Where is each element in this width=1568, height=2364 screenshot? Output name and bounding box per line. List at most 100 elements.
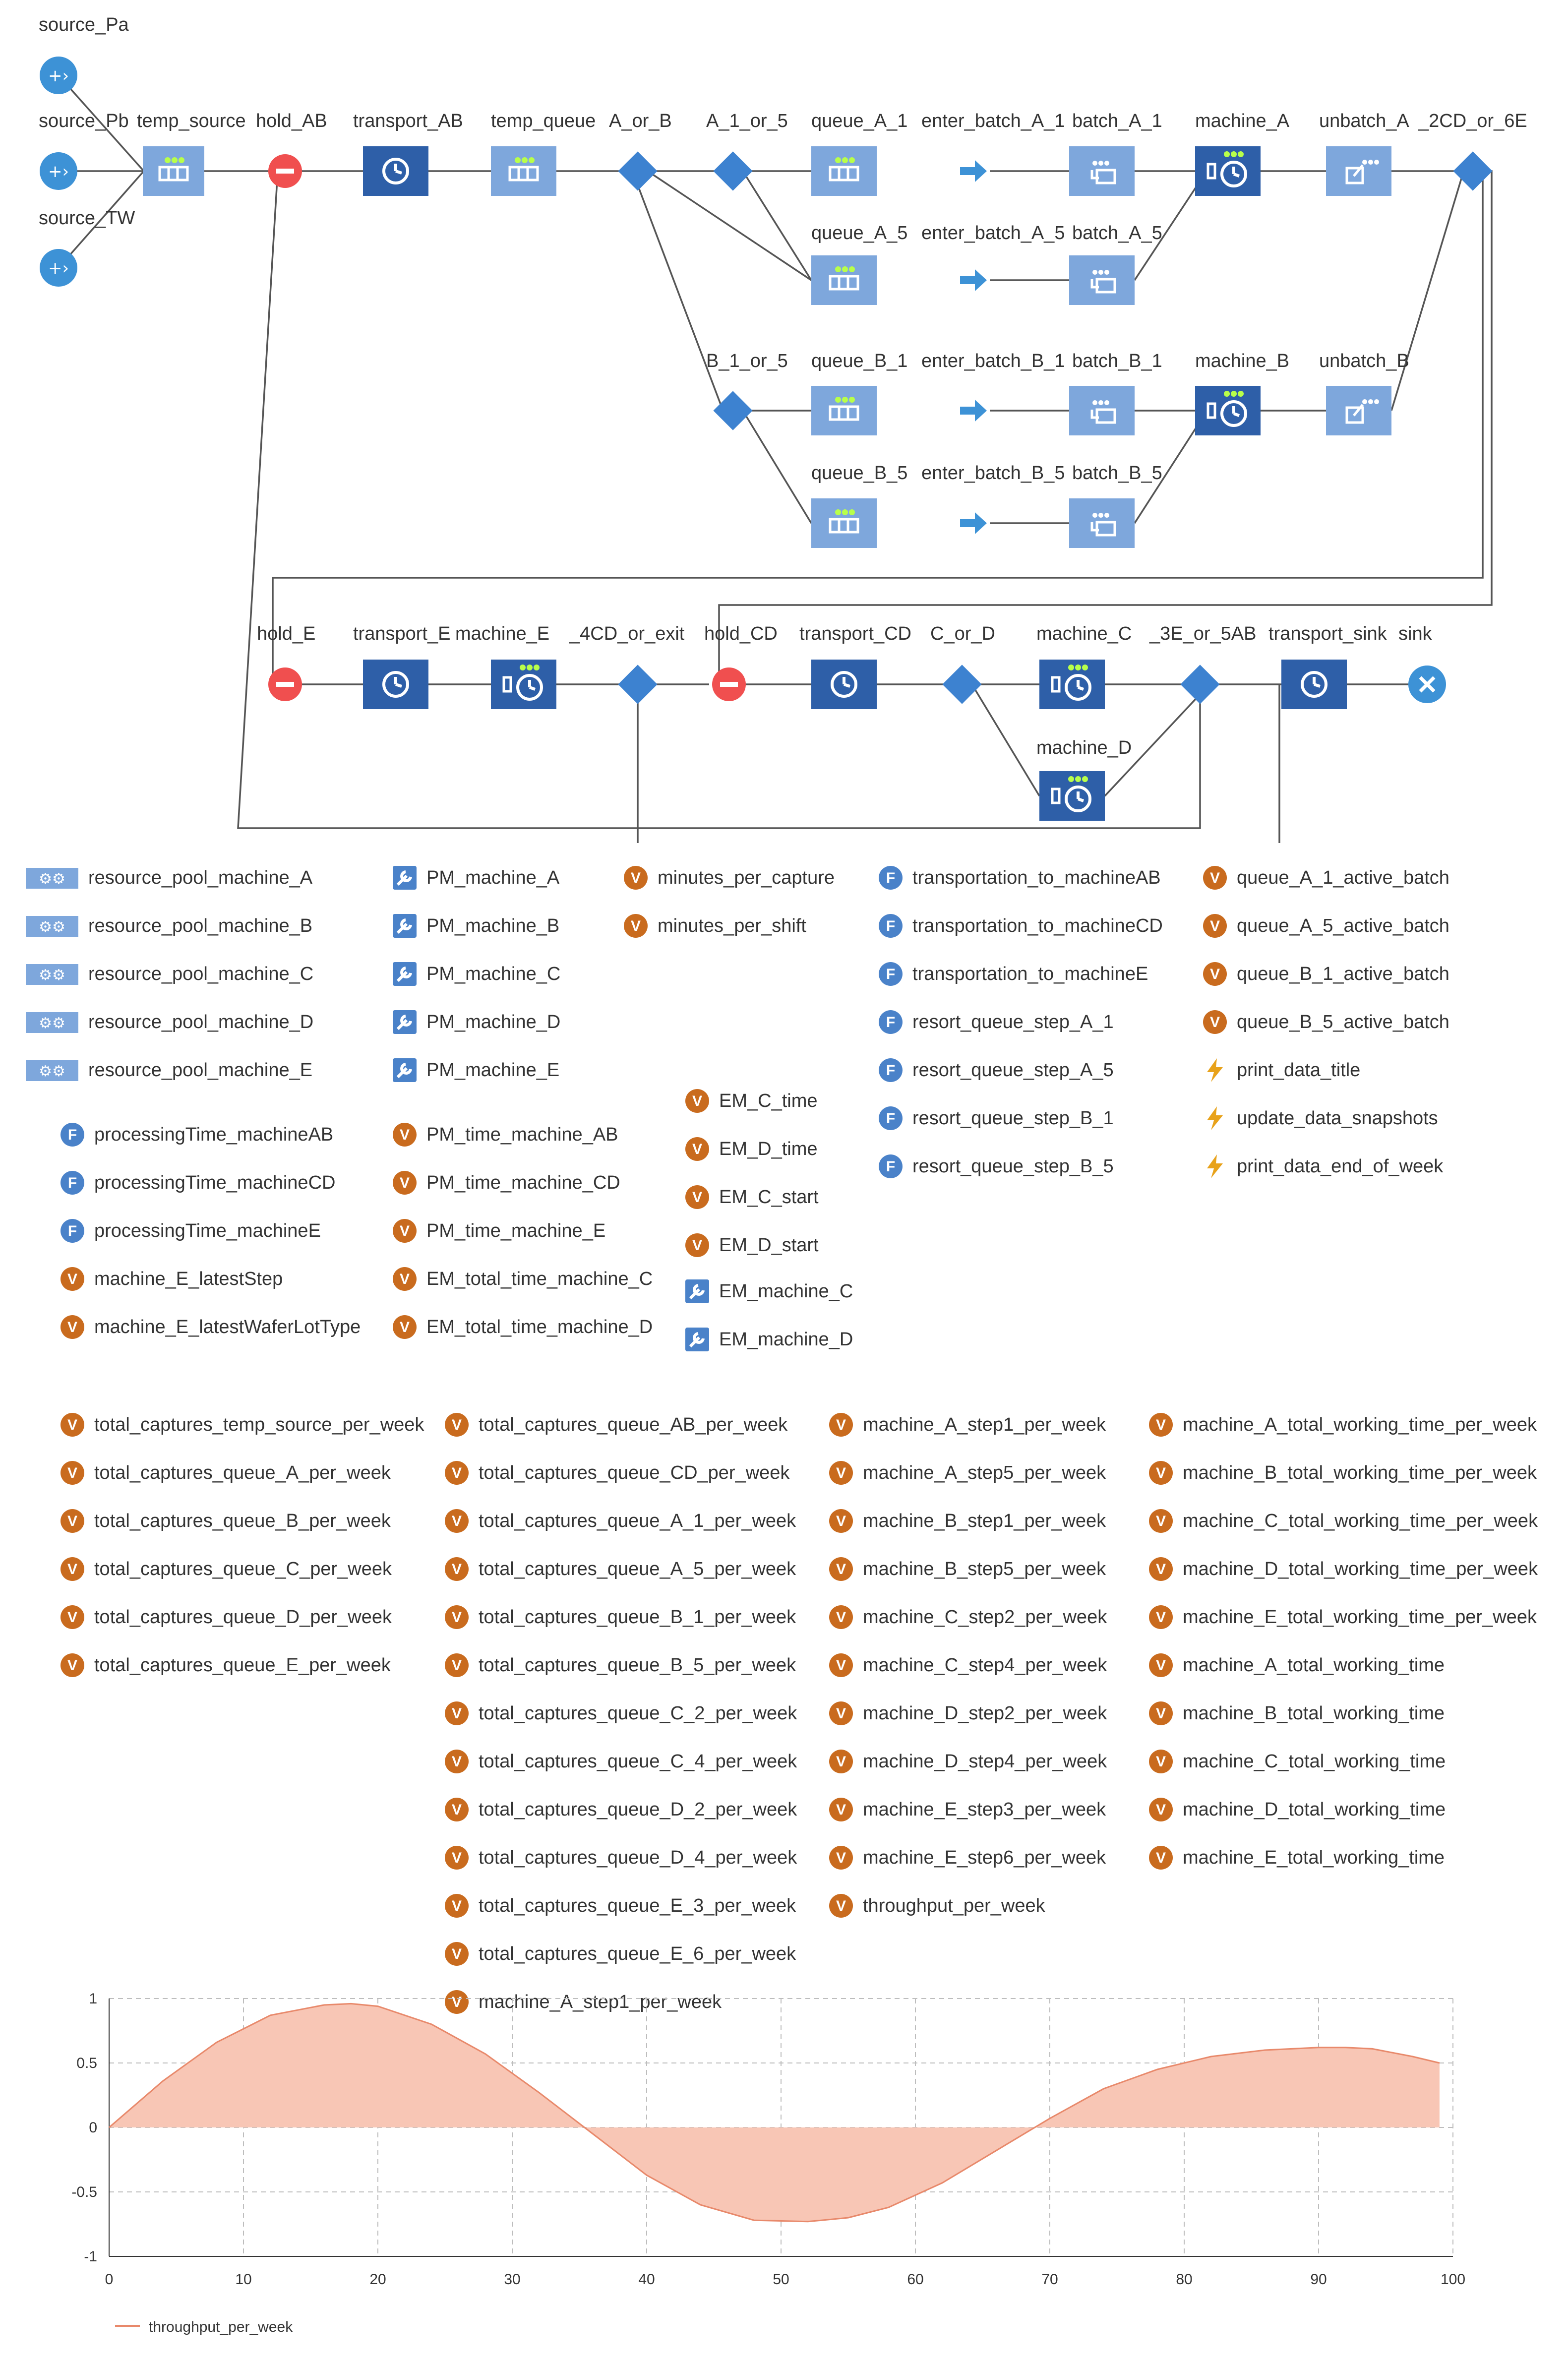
- select-output-block[interactable]: [942, 665, 982, 704]
- model-element-item[interactable]: PM_machine_C: [392, 959, 560, 989]
- hold-block[interactable]: [712, 667, 746, 701]
- model-element-item[interactable]: ⚙⚙resource_pool_machine_E: [25, 1055, 312, 1085]
- queue-block[interactable]: [811, 146, 877, 196]
- batch-block[interactable]: [1069, 386, 1135, 435]
- hold-block[interactable]: [268, 667, 302, 701]
- select-output-block[interactable]: [713, 391, 753, 430]
- model-element-item[interactable]: ⚙⚙resource_pool_machine_C: [25, 959, 313, 989]
- model-element-item[interactable]: PM_machine_E: [392, 1055, 559, 1085]
- enter-arrow-icon[interactable]: [960, 512, 987, 534]
- machine-block[interactable]: [1195, 386, 1261, 435]
- source-block[interactable]: +›: [40, 249, 77, 287]
- model-element-item[interactable]: EM_machine_D: [684, 1325, 853, 1354]
- delay-block[interactable]: [811, 660, 877, 709]
- enter-arrow-icon[interactable]: [960, 400, 987, 422]
- delay-block[interactable]: [1281, 660, 1347, 709]
- select-output-block[interactable]: [713, 151, 753, 191]
- model-element-item[interactable]: update_data_snapshots: [1202, 1103, 1438, 1133]
- model-element-item[interactable]: PM_machine_B: [392, 911, 559, 941]
- model-element-item[interactable]: print_data_end_of_week: [1202, 1152, 1443, 1181]
- queue-block[interactable]: [811, 386, 877, 435]
- machine-block[interactable]: [1039, 771, 1105, 821]
- queue-block[interactable]: [811, 498, 877, 548]
- source-block[interactable]: +›: [40, 57, 77, 94]
- batch-block[interactable]: [1069, 255, 1135, 305]
- delay-block[interactable]: [363, 660, 428, 709]
- machine-block[interactable]: [1195, 146, 1261, 196]
- machine-block[interactable]: [491, 660, 556, 709]
- queue-block[interactable]: [491, 146, 556, 196]
- model-element-item[interactable]: ⚙⚙resource_pool_machine_D: [25, 1007, 313, 1037]
- unbatch-block[interactable]: [1326, 386, 1391, 435]
- hold-block[interactable]: [268, 154, 302, 188]
- model-element-item[interactable]: ⚙⚙resource_pool_machine_B: [25, 911, 312, 941]
- select-output-block[interactable]: [1180, 665, 1220, 704]
- select-output-block[interactable]: [618, 151, 658, 191]
- queue-block[interactable]: [811, 255, 877, 305]
- select-output-block[interactable]: [618, 665, 658, 704]
- enter-arrow-icon[interactable]: [960, 269, 987, 291]
- batch-block[interactable]: [1069, 498, 1135, 548]
- model-element-item[interactable]: PM_machine_D: [392, 1007, 560, 1037]
- machine-block[interactable]: [1039, 660, 1105, 709]
- model-element-item[interactable]: PM_machine_A: [392, 863, 559, 893]
- model-element-item[interactable]: EM_machine_C: [684, 1276, 853, 1306]
- delay-block[interactable]: [363, 146, 428, 196]
- source-block[interactable]: +›: [40, 152, 77, 190]
